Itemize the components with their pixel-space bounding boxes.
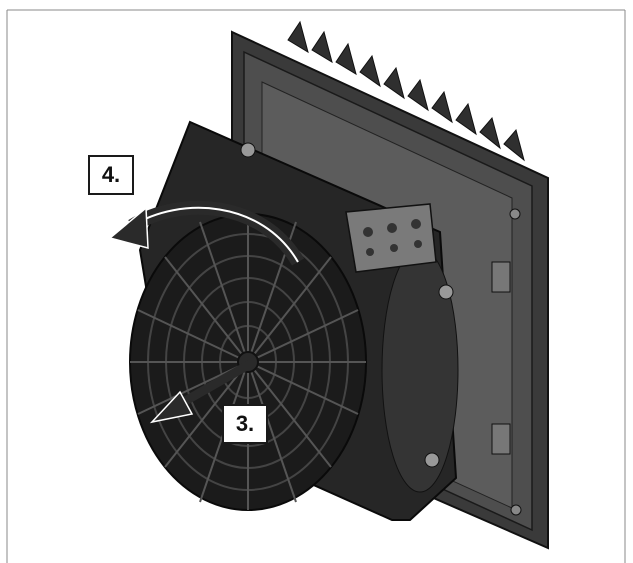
step-4-label: 4. <box>88 155 134 195</box>
terminal-block <box>345 203 437 273</box>
step-3-label: 3. <box>222 404 268 444</box>
pull-arrow <box>149 360 253 424</box>
rotate-arrow <box>108 200 305 266</box>
